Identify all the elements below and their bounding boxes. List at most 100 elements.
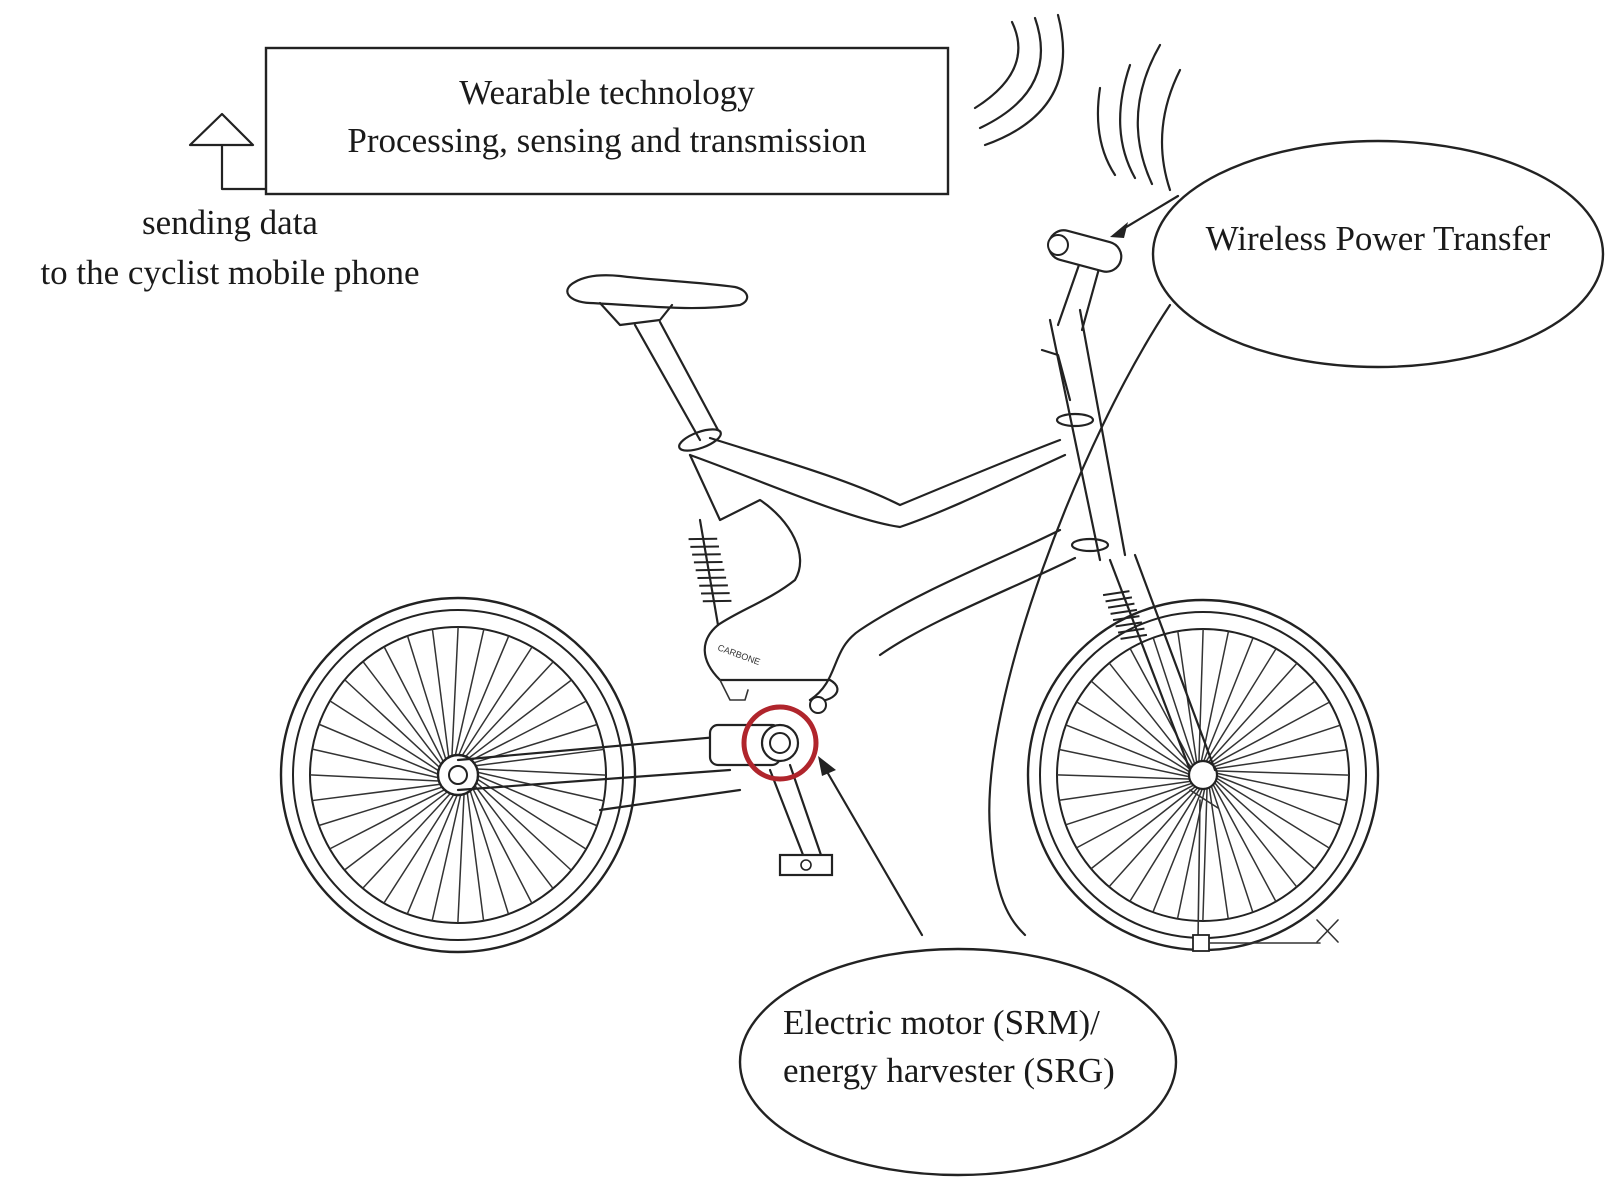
wheel-spoke — [1214, 770, 1350, 776]
front-spokes — [1056, 628, 1350, 922]
wheel-spoke — [329, 700, 441, 773]
wheel-spoke — [1065, 782, 1195, 826]
wheel-spoke — [1056, 774, 1192, 780]
wheel-spoke — [1129, 648, 1195, 768]
wheel-spoke — [1211, 724, 1341, 768]
wheel-spoke — [1065, 724, 1192, 776]
wearable-technology-box: Wearable technology Processing, sensing … — [264, 46, 950, 196]
wheel-spoke — [309, 774, 442, 782]
wireless-power-transfer-ellipse: Wireless Power Transfer — [1151, 139, 1605, 369]
wheel-spoke — [318, 785, 445, 827]
wheel-spoke — [473, 748, 604, 767]
wheel-spoke — [1090, 680, 1193, 772]
wheel-spoke — [466, 790, 485, 921]
wheel-spoke — [1214, 776, 1330, 849]
wheel-spoke — [1206, 662, 1298, 765]
wheel-spoke — [1108, 662, 1194, 770]
wheel-spoke — [318, 723, 441, 776]
wheel-spoke — [406, 635, 448, 762]
motor-arrow — [818, 756, 924, 937]
spring-coil — [1117, 627, 1145, 634]
wheel-spoke — [468, 788, 510, 915]
wheel-spoke — [1202, 637, 1254, 764]
wheel-spoke — [1202, 786, 1208, 922]
wireless-power-label: Wireless Power Transfer — [1206, 219, 1551, 258]
wheel-spoke — [1129, 786, 1202, 902]
wheel-spoke — [1152, 637, 1196, 767]
spring-coil — [1110, 608, 1138, 615]
wheel-spoke — [1210, 783, 1254, 913]
front-wheel — [1026, 598, 1380, 952]
wheel-spoke — [344, 679, 442, 770]
wheel-spoke — [1076, 701, 1192, 774]
wheel-spoke — [406, 792, 459, 915]
wheel-spoke — [1090, 784, 1198, 870]
wheel-spoke — [472, 783, 554, 889]
spring-coil — [1120, 633, 1148, 640]
wheel-spoke — [1152, 786, 1204, 913]
wheel-spoke — [1208, 785, 1229, 919]
wheel-spoke — [329, 788, 447, 850]
wheel-spoke — [460, 646, 533, 758]
spring-coil — [1105, 596, 1133, 603]
wheel-spoke — [451, 626, 459, 759]
wireless-signal-icon — [973, 13, 1065, 147]
wheel-spoke — [457, 791, 465, 924]
spring-coil — [1107, 602, 1135, 609]
motor-label-line2: energy harvester (SRG) — [783, 1051, 1115, 1090]
rear-spokes — [309, 626, 607, 924]
wheel-spoke — [1210, 701, 1330, 767]
spring-coil — [1115, 621, 1143, 628]
wheel-spoke — [475, 771, 604, 802]
wheel-spoke — [457, 635, 510, 758]
wheel-spoke — [312, 748, 441, 779]
wheel-spoke — [471, 786, 533, 904]
wheel-spoke — [474, 768, 607, 776]
wheel-spoke — [1204, 648, 1277, 764]
wheel-spoke — [475, 777, 587, 850]
wheel-spoke — [362, 661, 444, 767]
wpt-connector-curve — [988, 303, 1172, 937]
wearable-subtitle: Processing, sensing and transmission — [347, 121, 866, 160]
spring-coil — [1102, 590, 1130, 597]
wireless-signal-icon — [1096, 43, 1182, 192]
wheel-spoke — [1213, 778, 1316, 870]
front-fork-spring — [1102, 590, 1148, 640]
wheel-spoke — [383, 646, 445, 764]
wheel-spoke — [475, 774, 598, 827]
wheel-spoke — [1208, 680, 1316, 766]
wheel-spoke — [431, 629, 450, 760]
wheel-spoke — [1059, 748, 1192, 778]
frame-brand-text: CARBONE — [716, 642, 761, 667]
wheel-spoke — [1212, 780, 1298, 888]
wheel-spoke — [1059, 780, 1193, 801]
wheel-spoke — [463, 661, 554, 759]
wheel-spoke — [1214, 772, 1347, 802]
wheel-spoke — [1211, 782, 1277, 902]
wheel-spoke — [1076, 783, 1196, 849]
wheel-spoke — [383, 792, 456, 904]
motor-label-line1: Electric motor (SRM)/ — [783, 1003, 1100, 1042]
wheel-spoke — [431, 792, 462, 921]
spring-coil — [1112, 615, 1140, 622]
phone-note-line1: sending data — [142, 203, 318, 242]
wheel-spoke — [362, 791, 453, 889]
phone-note-line2: to the cyclist mobile phone — [40, 253, 419, 292]
wheel-spoke — [469, 700, 587, 762]
wearable-title: Wearable technology — [459, 73, 755, 112]
wheel-spoke — [1200, 631, 1230, 764]
wheel-spoke — [1214, 774, 1341, 826]
motor-ring — [741, 704, 819, 782]
wheel-spoke — [344, 789, 450, 871]
wheel-spoke — [312, 783, 443, 802]
upload-arrow-icon — [188, 112, 268, 191]
wheel-spoke — [454, 629, 485, 758]
wheel-spoke — [1213, 749, 1347, 770]
rear-wheel — [279, 596, 637, 954]
wheel-spoke — [1198, 628, 1204, 764]
wheel-spoke — [474, 780, 572, 871]
wheel-spoke — [1108, 785, 1200, 888]
bike-frame: CARBONE — [456, 229, 1339, 952]
rear-shock-spring — [688, 537, 732, 603]
